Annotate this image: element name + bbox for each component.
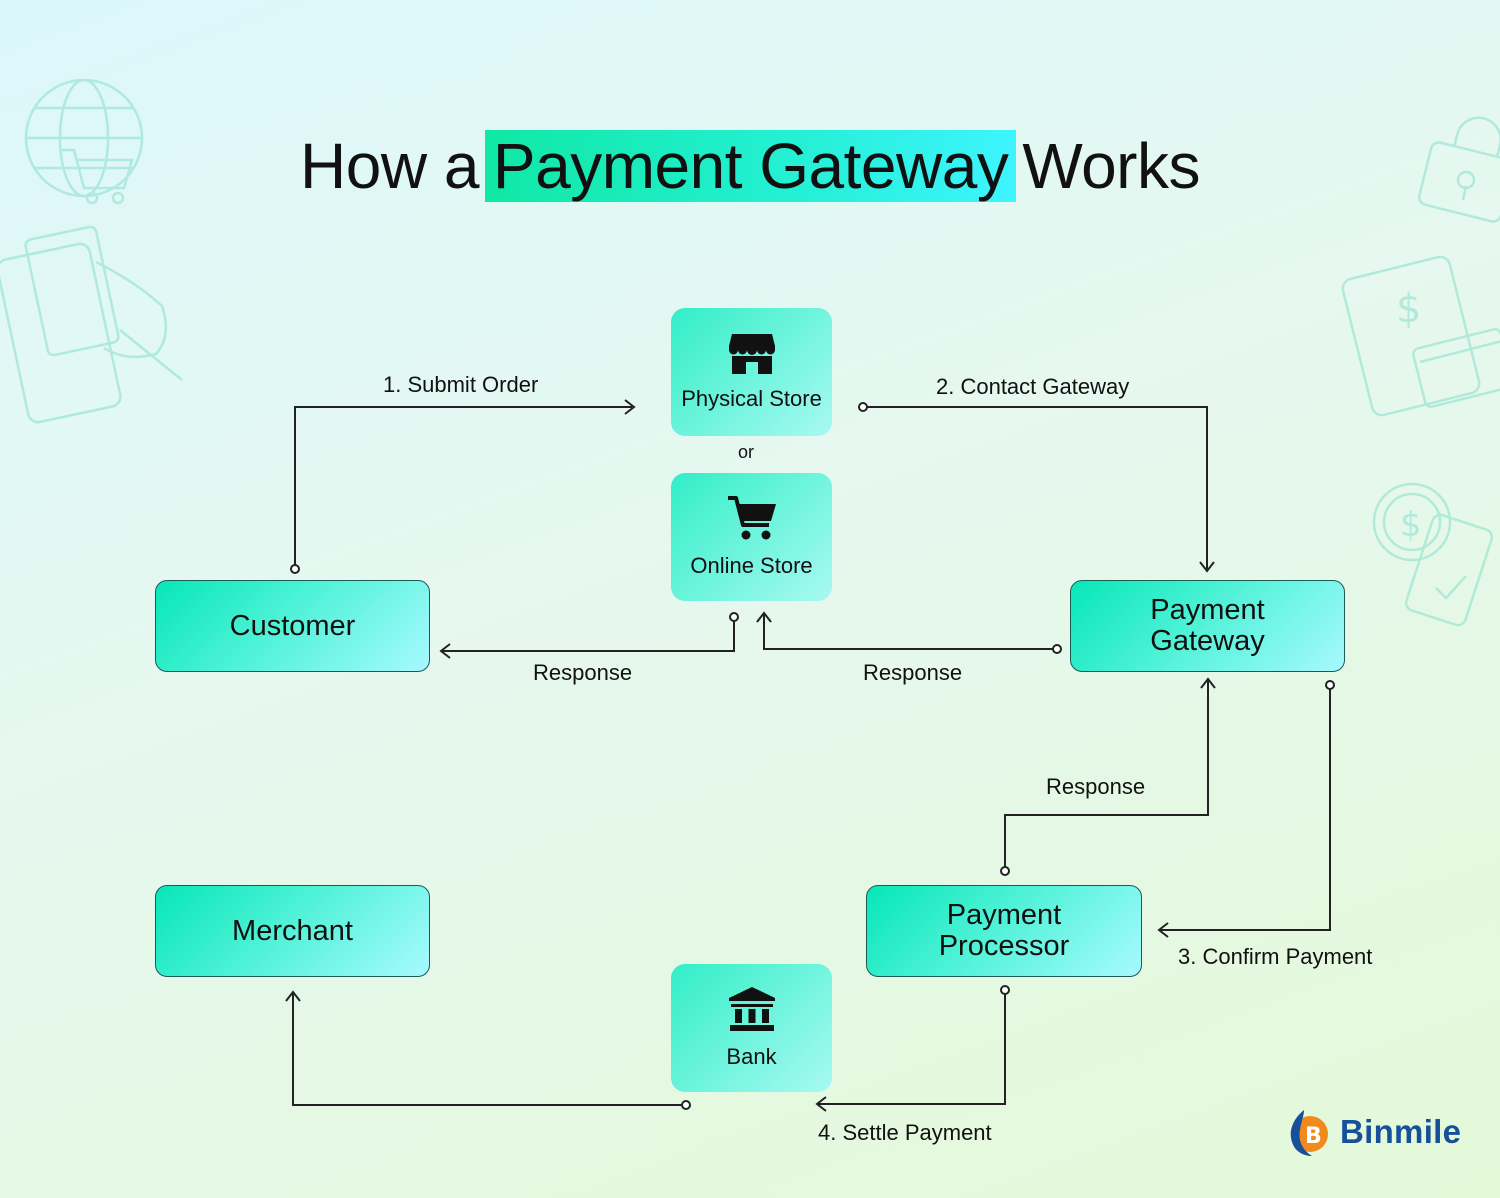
edge-origin-submit-order: [290, 564, 300, 574]
edge-contact-gateway: [866, 406, 1208, 569]
svg-text:$: $: [1396, 286, 1421, 332]
node-payment-gateway: Payment Gateway: [1070, 580, 1345, 672]
node-customer: Customer: [155, 580, 430, 672]
title-suffix: Works: [1022, 130, 1200, 202]
brand-name: Binmile: [1340, 1113, 1462, 1150]
node-payment-gateway-line2: Gateway: [1150, 625, 1265, 657]
node-payment-processor-line2: Processor: [938, 930, 1070, 962]
title-highlight: Payment Gateway: [484, 130, 1017, 202]
label-response-processor: Response: [1046, 774, 1146, 799]
node-merchant-label: Merchant: [232, 914, 353, 947]
edge-origin-confirm-payment: [1325, 680, 1335, 690]
shopping-cart-icon: [727, 496, 776, 540]
edge-origin-settle-payment: [1000, 985, 1010, 995]
node-online-store: Online Store: [671, 473, 832, 601]
node-bank: Bank: [671, 964, 832, 1092]
edge-settle-payment: [818, 993, 1006, 1105]
edge-origin-response-processor: [1000, 866, 1010, 876]
edge-origin-contact-gateway: [858, 402, 868, 412]
node-bank-label: Bank: [726, 1044, 777, 1069]
title-prefix: How a: [300, 130, 479, 202]
node-online-store-label: Online Store: [690, 553, 813, 578]
label-confirm-payment: 3. Confirm Payment: [1178, 944, 1373, 969]
node-physical-store: Physical Store: [671, 308, 832, 436]
or-label: or: [738, 442, 755, 462]
card-phone-icon: [0, 225, 183, 424]
edge-response-left: [442, 620, 735, 652]
node-customer-label: Customer: [229, 609, 356, 642]
bank-icon: [728, 987, 775, 1031]
edge-origin-response-right: [1052, 644, 1062, 654]
binmile-logo-icon: B: [1290, 1110, 1328, 1156]
edge-submit-order: [294, 406, 632, 566]
coin-receipt-icon: $: [1372, 482, 1494, 627]
arrowhead-response-right: [756, 611, 772, 623]
arrowhead-contact-gateway: [1199, 561, 1215, 573]
label-response-left: Response: [533, 660, 633, 685]
arrowhead-response-left: [439, 643, 451, 659]
edge-response-processor: [1004, 680, 1209, 868]
label-response-right: Response: [863, 660, 963, 685]
globe-cart-icon: [24, 78, 144, 205]
label-settle-payment: 4. Settle Payment: [818, 1120, 992, 1145]
edge-bank-merchant: [292, 993, 682, 1106]
edge-origin-bank-merchant: [681, 1100, 691, 1110]
storefront-icon: [728, 334, 775, 374]
arrowhead-confirm-payment: [1157, 922, 1169, 938]
brand-logo: B Binmile: [1284, 1106, 1461, 1158]
arrowhead-settle-payment: [815, 1096, 827, 1112]
node-payment-gateway-line1: Payment: [1150, 594, 1265, 626]
edge-confirm-payment: [1160, 688, 1331, 931]
arrowhead-submit-order: [624, 399, 636, 415]
node-physical-store-label: Physical Store: [681, 386, 822, 411]
svg-text:B: B: [1305, 1124, 1322, 1149]
svg-text:$: $: [1400, 505, 1422, 545]
edge-origin-response-left: [729, 612, 739, 622]
arrowhead-bank-merchant: [285, 990, 301, 1002]
node-payment-processor: Payment Processor: [866, 885, 1142, 977]
arrowhead-response-processor: [1200, 677, 1216, 689]
lock-icon: [1417, 116, 1500, 223]
node-merchant: Merchant: [155, 885, 430, 977]
tablet-dollar-icon: $: [1341, 255, 1500, 417]
edge-response-right: [763, 614, 1054, 650]
node-payment-processor-line1: Payment: [946, 899, 1062, 931]
label-submit-order: 1. Submit Order: [383, 372, 539, 397]
label-contact-gateway: 2. Contact Gateway: [936, 374, 1130, 399]
